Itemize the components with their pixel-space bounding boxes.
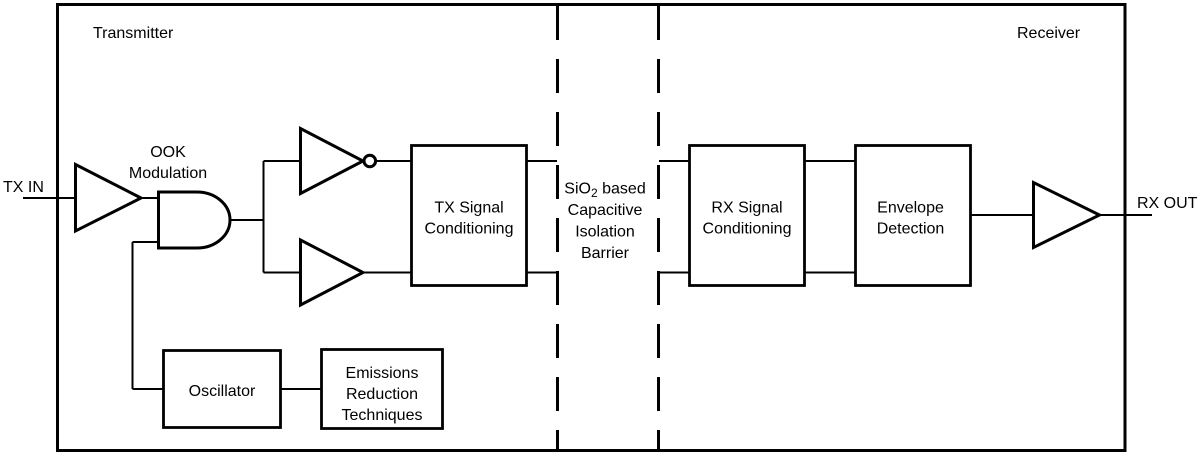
and-gate-icon bbox=[157, 190, 232, 250]
barrier-label-line1: SiO2 based bbox=[564, 181, 645, 201]
barrier-formula-suffix: based bbox=[602, 181, 646, 198]
emissions-reduction-label-line3: Techniques bbox=[342, 407, 423, 424]
tx-in-port-label: TX IN bbox=[3, 179, 44, 196]
tx-signal-conditioning-label-line2: Conditioning bbox=[425, 221, 514, 238]
ook-modulation-label-line2: Modulation bbox=[129, 165, 207, 182]
tx-signal-conditioning-block bbox=[410, 144, 528, 287]
blocks bbox=[162, 144, 972, 430]
envelope-detection-label-line2: Detection bbox=[877, 221, 945, 238]
emissions-reduction-label-line1: Emissions bbox=[346, 365, 419, 382]
rx-signal-conditioning-label-line1: RX Signal bbox=[711, 200, 782, 217]
isolation-barrier bbox=[556, 6, 660, 450]
rx-signal-conditioning-block bbox=[688, 144, 806, 287]
non-inverting-buffer-icon bbox=[299, 237, 367, 308]
envelope-detection-label-line1: Envelope bbox=[877, 200, 944, 217]
gates bbox=[74, 126, 1103, 308]
emissions-reduction-block bbox=[320, 348, 444, 430]
barrier-label-line4: Barrier bbox=[581, 245, 630, 262]
receiver-region-label: Receiver bbox=[1017, 25, 1081, 42]
rx-signal-conditioning-label-line2: Conditioning bbox=[703, 221, 792, 238]
transmitter-region-label: Transmitter bbox=[93, 25, 174, 42]
emissions-reduction-label-line2: Reduction bbox=[346, 386, 418, 403]
inverter-bubble-icon bbox=[362, 153, 378, 169]
chip-outline bbox=[56, 3, 1127, 452]
barrier-formula-base: SiO bbox=[564, 181, 591, 198]
input-buffer-icon bbox=[74, 162, 145, 234]
inverter-icon bbox=[299, 126, 367, 196]
labels: Transmitter Receiver TX IN RX OUT OOK Mo… bbox=[3, 25, 1198, 424]
barrier-label-line2: Capacitive bbox=[568, 202, 643, 219]
rx-out-port-label: RX OUT bbox=[1137, 195, 1198, 212]
ook-modulation-label-line1: OOK bbox=[150, 144, 186, 161]
barrier-label-line3: Isolation bbox=[575, 224, 635, 241]
oscillator-label: Oscillator bbox=[189, 383, 256, 400]
output-buffer-icon bbox=[1032, 180, 1103, 250]
oscillator-block bbox=[162, 349, 282, 429]
envelope-detection-block bbox=[854, 144, 972, 287]
barrier-formula-subscript: 2 bbox=[591, 186, 598, 200]
wires bbox=[23, 160, 1152, 390]
tx-signal-conditioning-label-line1: TX Signal bbox=[434, 200, 503, 217]
